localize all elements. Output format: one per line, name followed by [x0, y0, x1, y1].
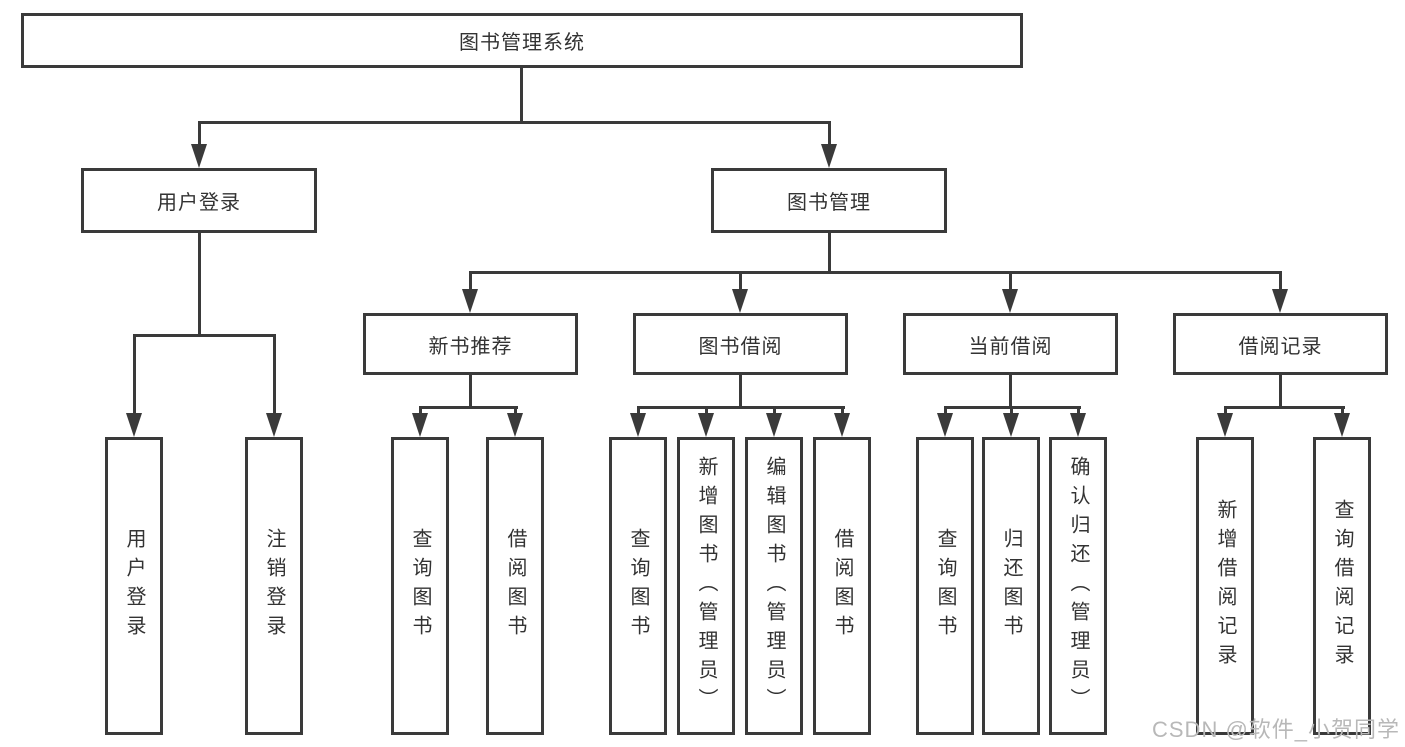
- node-label: 图书管理系统: [459, 32, 585, 54]
- node-label: 查询图书: [627, 528, 649, 644]
- leaf-borrow-books-recommend: 借阅图书: [486, 437, 544, 735]
- connector-new-book-rail: [419, 406, 518, 409]
- connector-book-borrow-rail: [637, 406, 845, 409]
- arrowhead-down: [191, 144, 207, 168]
- arrowhead-down: [1217, 413, 1233, 437]
- node-new-book-recommend: 新书推荐: [363, 313, 578, 375]
- connector-drop-book-management: [828, 121, 831, 151]
- leaf-borrow-books: 借阅图书: [813, 437, 871, 735]
- arrowhead-down: [732, 289, 748, 313]
- connector-book-management-stem: [828, 233, 831, 274]
- arrowhead-down: [1070, 413, 1086, 437]
- connector-drop-leaf: [514, 406, 517, 416]
- node-label: 借阅图书: [504, 528, 526, 644]
- leaf-edit-books-admin: 编辑图书（管理员）: [745, 437, 803, 735]
- arrowhead-down: [766, 413, 782, 437]
- connector-new-book-stem: [469, 375, 472, 409]
- arrowhead-down: [1272, 289, 1288, 313]
- node-label: 新增图书（管理员）: [695, 455, 717, 717]
- arrowhead-down: [1002, 289, 1018, 313]
- node-user-login: 用户登录: [81, 168, 317, 233]
- node-label: 用户登录: [123, 528, 145, 644]
- arrowhead-down: [937, 413, 953, 437]
- connector-drop-current-borrow: [1009, 271, 1012, 295]
- connector-drop-leaf: [705, 406, 708, 416]
- connector-drop-leaf: [944, 406, 947, 416]
- connector-book-management-rail: [469, 271, 1282, 274]
- leaf-query-books-borrow: 查询图书: [609, 437, 667, 735]
- connector-drop-leaf: [841, 406, 844, 416]
- arrowhead-down: [507, 413, 523, 437]
- arrowhead-down: [1003, 413, 1019, 437]
- node-label: 新书推荐: [428, 335, 513, 358]
- node-label: 查询图书: [934, 528, 956, 644]
- arrowhead-down: [126, 413, 142, 437]
- connector-root-rail: [198, 121, 831, 124]
- node-label: 新增借阅记录: [1214, 499, 1236, 673]
- connector-drop-leaf: [419, 406, 422, 416]
- connector-drop-leaf: [637, 406, 640, 416]
- connector-drop-leaf: [1077, 406, 1080, 416]
- node-label: 归还图书: [1000, 528, 1022, 644]
- arrowhead-down: [698, 413, 714, 437]
- connector-drop-leaf: [1341, 406, 1344, 416]
- arrowhead-down: [266, 413, 282, 437]
- connector-drop-user-login: [198, 121, 201, 151]
- node-label: 确认归还（管理员）: [1067, 455, 1089, 717]
- arrowhead-down: [412, 413, 428, 437]
- arrowhead-down: [834, 413, 850, 437]
- leaf-confirm-return-admin: 确认归还（管理员）: [1049, 437, 1107, 735]
- connector-current-borrow-stem: [1009, 375, 1012, 409]
- arrowhead-down: [462, 289, 478, 313]
- node-borrow-records: 借阅记录: [1173, 313, 1388, 375]
- connector-borrow-records-stem: [1279, 375, 1282, 409]
- node-label: 用户登录: [157, 192, 241, 214]
- leaf-query-books-current: 查询图书: [916, 437, 974, 735]
- leaf-add-borrow-record: 新增借阅记录: [1196, 437, 1254, 735]
- arrowhead-down: [1334, 413, 1350, 437]
- node-label: 编辑图书（管理员）: [763, 455, 785, 717]
- connector-drop-leaf: [773, 406, 776, 416]
- node-book-management: 图书管理: [711, 168, 947, 233]
- connector-user-login-stem: [198, 233, 201, 337]
- leaf-user-login: 用户登录: [105, 437, 163, 735]
- connector-drop-book-borrow: [739, 271, 742, 295]
- node-label: 当前借阅: [968, 335, 1053, 358]
- leaf-query-borrow-record: 查询借阅记录: [1313, 437, 1371, 735]
- leaf-return-books: 归还图书: [982, 437, 1040, 735]
- connector-book-borrow-stem: [739, 375, 742, 409]
- connector-borrow-records-rail: [1224, 406, 1345, 409]
- arrowhead-down: [821, 144, 837, 168]
- connector-drop-borrow-records: [1279, 271, 1282, 295]
- leaf-add-books-admin: 新增图书（管理员）: [677, 437, 735, 735]
- connector-drop-leaf: [133, 334, 136, 418]
- node-current-borrow: 当前借阅: [903, 313, 1118, 375]
- connector-drop-leaf: [1224, 406, 1227, 416]
- csdn-watermark: CSDN @软件_小贺同学: [1152, 717, 1401, 742]
- node-label: 图书借阅: [698, 335, 783, 358]
- node-label: 查询图书: [409, 528, 431, 644]
- node-label: 查询借阅记录: [1331, 499, 1353, 673]
- leaf-query-books-recommend: 查询图书: [391, 437, 449, 735]
- node-label: 借阅图书: [831, 528, 853, 644]
- arrowhead-down: [630, 413, 646, 437]
- node-label: 图书管理: [787, 192, 871, 214]
- connector-drop-leaf: [1010, 406, 1013, 416]
- node-label: 借阅记录: [1238, 335, 1323, 358]
- node-root-library-management-system: 图书管理系统: [21, 13, 1023, 68]
- connector-drop-leaf: [273, 334, 276, 418]
- connector-root-stem: [520, 68, 523, 122]
- leaf-logout: 注销登录: [245, 437, 303, 735]
- connector-drop-new-book-recommend: [469, 271, 472, 295]
- connector-user-login-rail: [133, 334, 276, 337]
- node-book-borrow: 图书借阅: [633, 313, 848, 375]
- node-label: 注销登录: [263, 528, 285, 644]
